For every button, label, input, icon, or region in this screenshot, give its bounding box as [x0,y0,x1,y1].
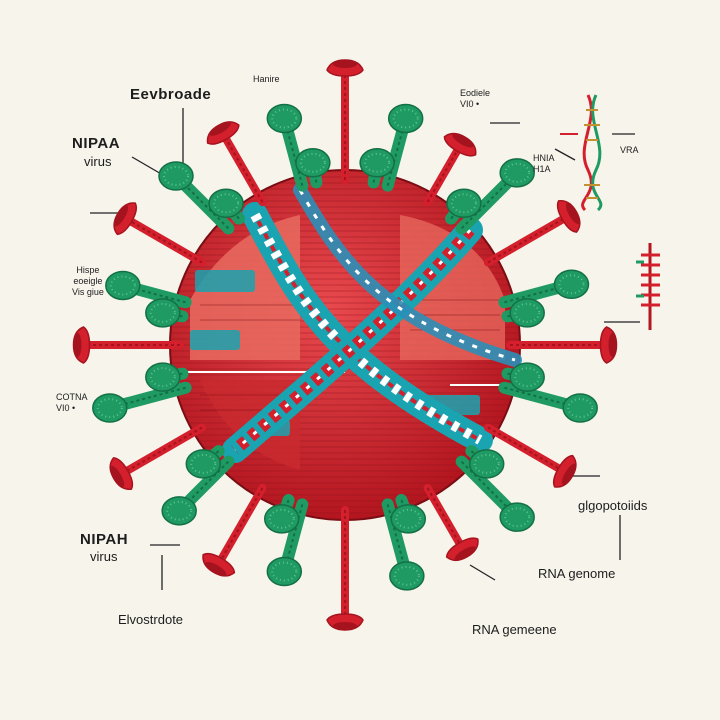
red-spike [206,121,267,207]
label-cotna: COTNA VI0 • [56,392,88,413]
green-spike [381,103,424,192]
surface-spikes [72,59,618,631]
green-spike [445,188,482,225]
red-spike [72,326,184,364]
green-spike [145,362,189,392]
label-vra: VRA [620,145,639,155]
green-spike [501,362,545,392]
label-hispe: Hispe eoeigle Vis giue [72,265,104,297]
label-nipaa-title: NIPAA [72,135,121,152]
green-spike [266,103,309,192]
green-spike [105,270,192,309]
green-spike [158,161,235,235]
label-nipah-title: NIPAH [80,531,129,548]
green-spike [145,298,189,328]
green-spike [185,445,225,479]
label-hnia: HNIA H1A [533,153,555,174]
label-nipah-sub: virus [90,549,118,564]
green-spike [501,298,545,328]
label-glycoproteins: glgopotoiids [578,498,648,513]
green-spike [263,494,300,534]
label-eevbroade: Eevbroade [130,86,212,103]
green-spike [390,494,427,534]
rna-ribbon-3 [293,183,522,367]
label-eodiele: Eodiele VI0 • [460,88,491,109]
label-nipaa-sub: virus [84,154,112,169]
red-spike [109,423,207,491]
green-spike [498,381,598,423]
red-spike [202,483,267,577]
label-hanire: Hanire [253,74,280,84]
rna-ribbon-1 [242,202,493,453]
rna-ribbon-2 [222,217,483,463]
red-spike [326,59,364,184]
green-spike [92,381,192,423]
helix-icon [560,94,635,212]
red-spike [483,199,581,267]
green-spike [208,188,245,225]
label-rna-genome: RNA genome [538,566,616,581]
green-spike [359,148,395,189]
green-spike [455,455,535,532]
red-spike [423,483,479,562]
red-spike [483,423,577,488]
label-elvostrdote: Elvostrdote [118,612,184,627]
red-spike [423,132,477,207]
green-spike [498,269,590,309]
green-spike [455,158,535,235]
red-spike [326,506,364,631]
label-rna-gemeene: RNA gemeene [472,622,557,637]
red-spike [113,202,207,267]
green-spike [161,455,235,526]
red-spike [506,326,618,364]
genome-strand-icon [636,243,660,330]
green-spike [266,498,309,587]
green-spike [295,148,331,189]
green-spike [465,445,505,479]
